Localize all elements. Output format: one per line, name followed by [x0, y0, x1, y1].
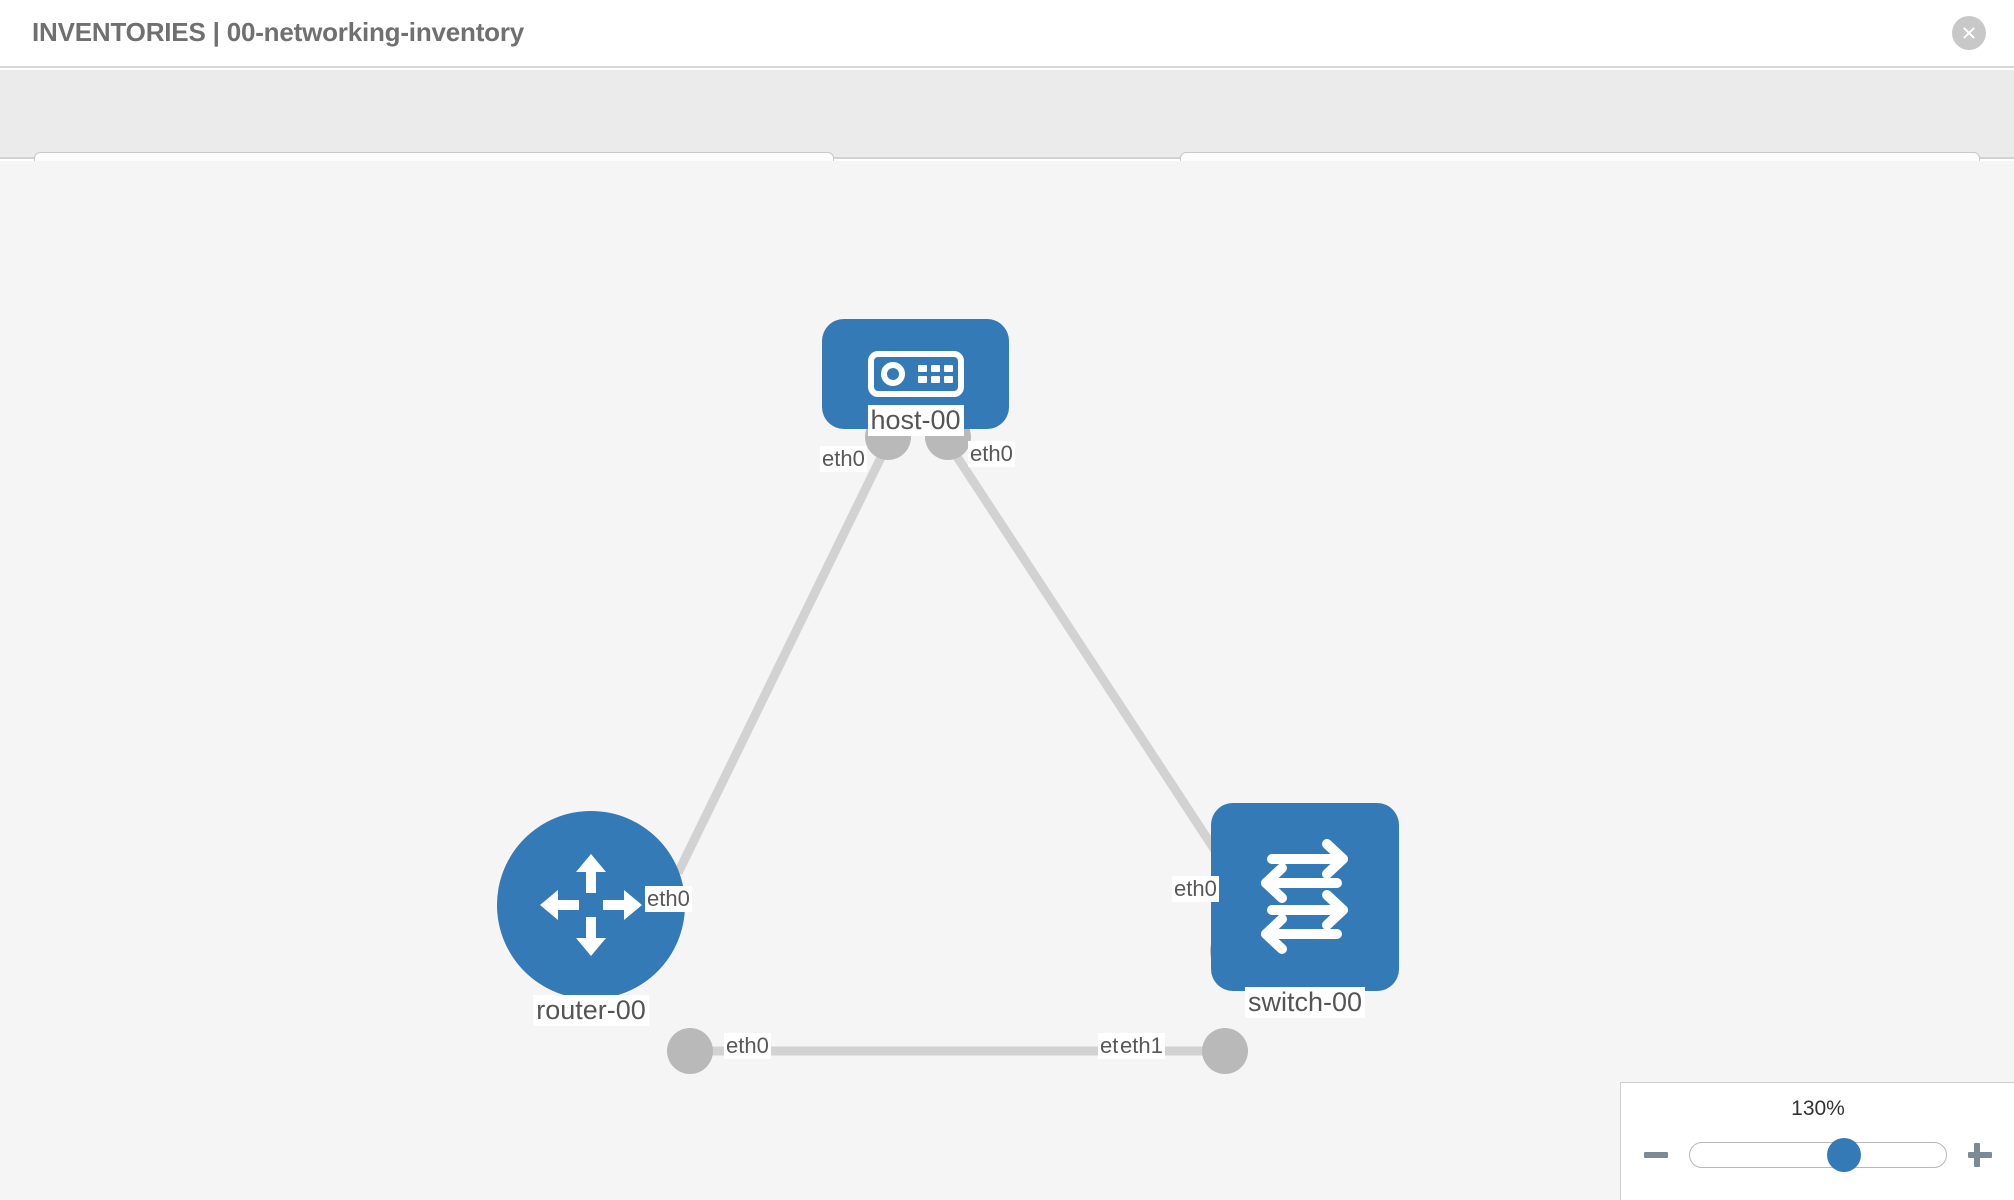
port-label-host-left: eth0	[820, 446, 867, 473]
topology-canvas[interactable]: host-00 router-00	[0, 161, 2014, 1200]
port-label-switch-up: eth0	[1172, 876, 1219, 903]
node-label-router-00: router-00	[533, 995, 649, 1027]
edge-host-router	[673, 441, 893, 875]
zoom-level-value: 130%	[1791, 1097, 1845, 1120]
port-nub-switch-left-lower	[1202, 1028, 1248, 1074]
zoom-slider-thumb[interactable]	[1826, 1138, 1861, 1172]
zoom-slider-row	[1621, 1133, 2014, 1177]
switch-arrows-icon[interactable]	[1211, 803, 1399, 991]
node-label-host-00: host-00	[867, 405, 964, 437]
port-nub-router-right	[667, 1028, 713, 1074]
page-header: INVENTORIES | 00-networking-inventory	[0, 0, 2014, 68]
zoom-out-button[interactable]	[1641, 1140, 1671, 1170]
toolbar: ACTIONS SEARCH	[0, 70, 2014, 204]
topology-node-switch-00[interactable]: switch-00	[1211, 803, 1399, 1019]
port-label-host-right: eth0	[968, 441, 1015, 468]
port-label-router-up: eth0	[645, 886, 692, 913]
plus-icon-v	[1974, 1143, 1980, 1167]
topology-edges	[667, 414, 1256, 1074]
zoom-slider[interactable]	[1689, 1138, 1947, 1172]
page-title: INVENTORIES | 00-networking-inventory	[32, 17, 525, 47]
edge-host-switch	[944, 440, 1226, 864]
close-icon[interactable]	[1952, 16, 1986, 50]
plus-icon-h	[1968, 1152, 1992, 1158]
zoom-in-button[interactable]	[1965, 1140, 1995, 1170]
node-label-switch-00: switch-00	[1244, 987, 1366, 1019]
zoom-control-panel: 130%	[1620, 1082, 2014, 1200]
port-label-switch-left-b: eth1	[1118, 1033, 1165, 1060]
minus-icon	[1644, 1152, 1668, 1158]
port-label-router-right: eth0	[724, 1033, 771, 1060]
topology-node-host-00[interactable]: host-00	[822, 319, 1009, 437]
